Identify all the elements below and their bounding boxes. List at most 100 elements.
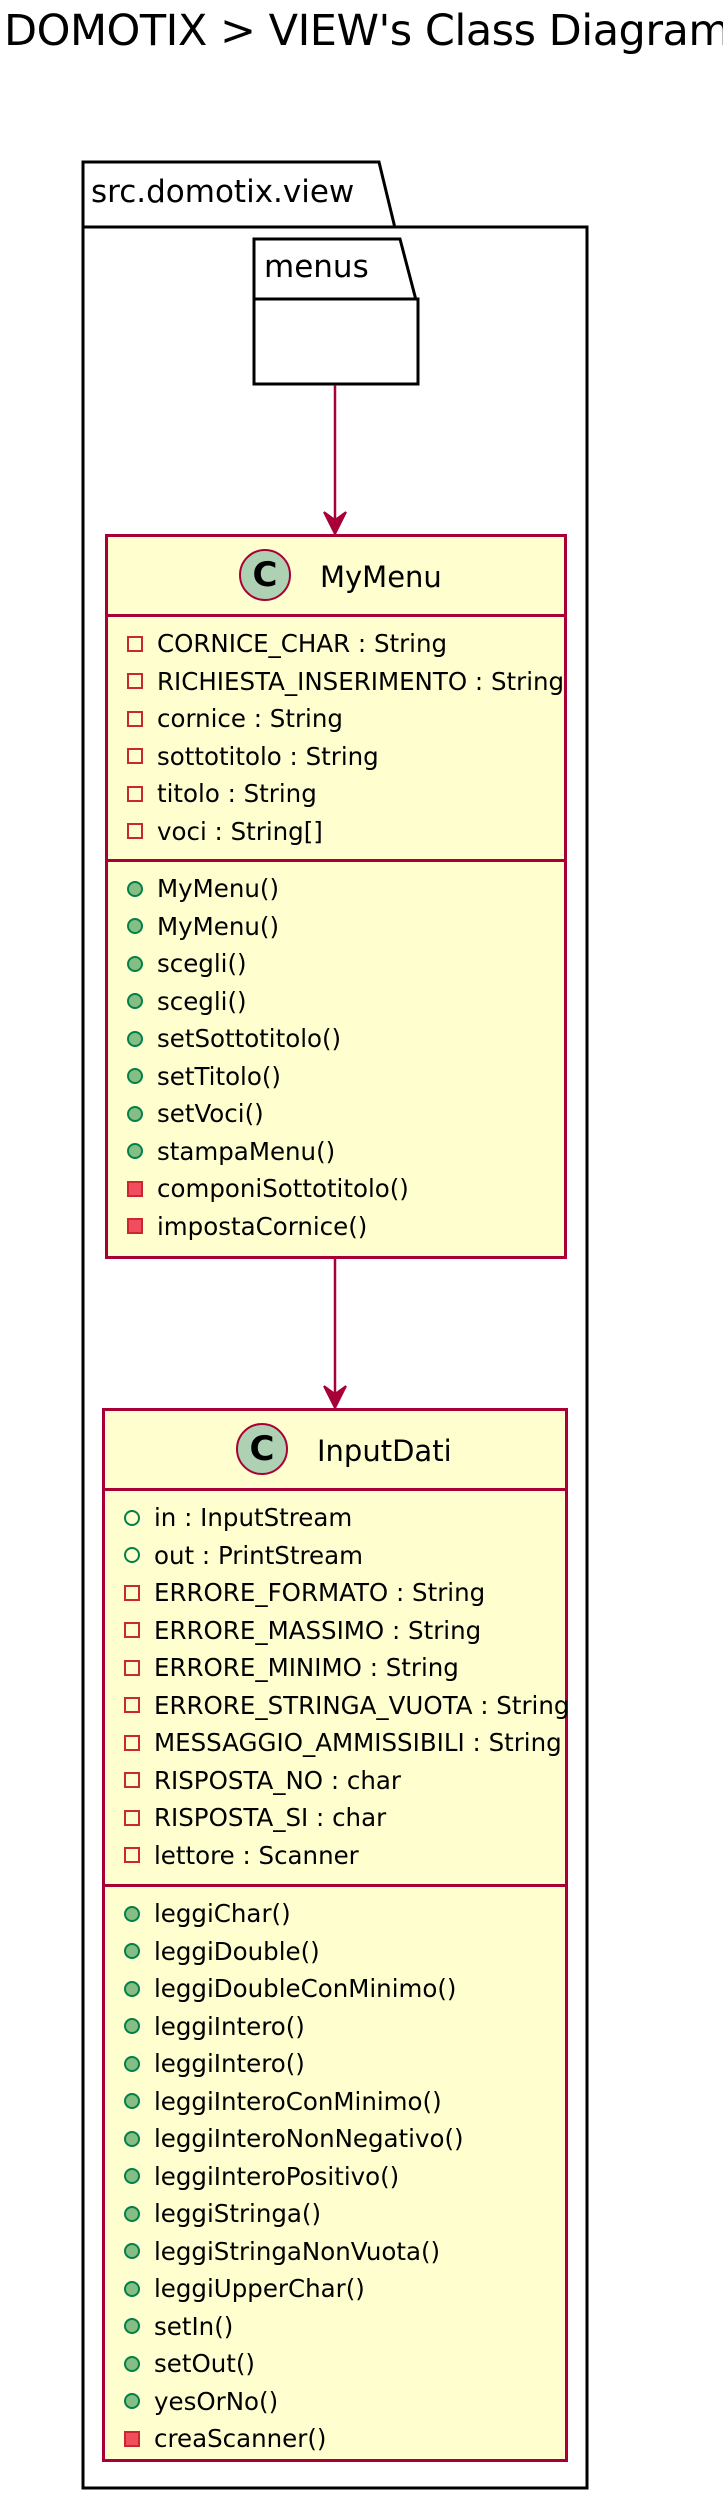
class-mymenu-header: C MyMenu (108, 537, 564, 617)
public-visibility-icon (124, 2318, 140, 2335)
public-visibility-icon (127, 955, 143, 972)
member-text: setIn() (154, 2311, 234, 2341)
class-attribute: RICHIESTA_INSERIMENTO : String (108, 663, 564, 701)
public-visibility-icon (127, 880, 143, 897)
private-visibility-icon (124, 1622, 140, 1639)
public-visibility-icon (124, 1943, 140, 1960)
class-attribute: cornice : String (108, 700, 564, 738)
member-text: ERRORE_STRINGA_VUOTA : String (154, 1690, 570, 1720)
class-method: leggiDouble() (105, 1933, 565, 1971)
private-visibility-icon (127, 823, 143, 840)
class-method: scegli() (108, 945, 564, 983)
class-attribute: CORNICE_CHAR : String (108, 625, 564, 663)
public-visibility-icon (124, 2243, 140, 2260)
private-visibility-icon (124, 1584, 140, 1601)
public-visibility-icon (124, 2055, 140, 2072)
public-visibility-icon (124, 2393, 140, 2410)
public-visibility-icon (124, 2018, 140, 2035)
public-visibility-icon (127, 1068, 143, 1085)
member-text: leggiStringaNonVuota() (154, 2236, 441, 2266)
private-visibility-icon (124, 2430, 140, 2447)
class-method: leggiIntero() (105, 2008, 565, 2046)
member-text: leggiDouble() (154, 1936, 320, 1966)
member-text: voci : String[] (157, 816, 323, 846)
member-text: leggiIntero() (154, 2011, 305, 2041)
class-method: leggiDoubleConMinimo() (105, 1970, 565, 2008)
member-text: in : InputStream (154, 1503, 353, 1533)
member-text: RICHIESTA_INSERIMENTO : String (157, 666, 565, 696)
member-text: leggiInteroNonNegativo() (154, 2124, 464, 2154)
private-visibility-icon (124, 1659, 140, 1676)
class-method: setOut() (105, 2345, 565, 2383)
class-attribute: voci : String[] (108, 813, 564, 851)
class-attribute: lettore : Scanner (105, 1837, 565, 1875)
inner-package-tab (252, 237, 418, 301)
class-method: impostaCornice() (108, 1208, 564, 1246)
class-attribute: out : PrintStream (105, 1537, 565, 1575)
private-visibility-icon (127, 673, 143, 690)
member-text: RISPOSTA_NO : char (154, 1765, 402, 1795)
class-method: leggiInteroConMinimo() (105, 2083, 565, 2121)
class-attribute: ERRORE_STRINGA_VUOTA : String (105, 1687, 569, 1725)
class-method: componiSottotitolo() (108, 1170, 564, 1208)
inner-package-label: menus (264, 249, 369, 285)
private-visibility-icon (127, 785, 143, 802)
private-visibility-icon (127, 710, 143, 727)
member-text: setVoci() (157, 1099, 264, 1129)
class-method: setTitolo() (108, 1058, 564, 1096)
outer-package-tab (81, 160, 397, 229)
class-method: leggiUpperChar() (105, 2270, 565, 2308)
class-method: setSottotitolo() (108, 1020, 564, 1058)
class-badge-icon: C (239, 549, 291, 601)
member-text: CORNICE_CHAR : String (157, 629, 448, 659)
class-attribute: sottotitolo : String (108, 738, 564, 776)
member-text: MyMenu() (157, 911, 280, 941)
member-text: out : PrintStream (154, 1540, 363, 1570)
private-visibility-icon (124, 1697, 140, 1714)
class-attribute: in : InputStream (105, 1499, 565, 1537)
class-method: leggiStringa() (105, 2195, 565, 2233)
class-inputdati-name: InputDati (317, 1434, 452, 1468)
member-text: scegli() (157, 949, 247, 979)
member-text: lettore : Scanner (154, 1840, 359, 1870)
class-method: leggiInteroNonNegativo() (105, 2120, 565, 2158)
private-visibility-icon (127, 635, 143, 652)
class-method: leggiStringaNonVuota() (105, 2233, 565, 2271)
public-visibility-icon (127, 918, 143, 935)
private-visibility-icon (124, 1734, 140, 1751)
class-method: creaScanner() (105, 2420, 565, 2458)
member-text: leggiIntero() (154, 2049, 305, 2079)
class-method: MyMenu() (108, 908, 564, 946)
member-text: yesOrNo() (154, 2386, 279, 2416)
private-visibility-icon (127, 1180, 143, 1197)
class-mymenu-name: MyMenu (320, 560, 442, 594)
member-text: RISPOSTA_SI : char (154, 1803, 387, 1833)
public-visibility-icon (124, 1509, 140, 1526)
member-text: leggiInteroConMinimo() (154, 2086, 442, 2116)
member-text: impostaCornice() (157, 1211, 368, 1241)
class-mymenu-methods: MyMenu()MyMenu()scegli()scegli()setSotto… (108, 862, 564, 1245)
member-text: MESSAGGIO_AMMISSIBILI : String (154, 1728, 562, 1758)
member-text: scegli() (157, 986, 247, 1016)
public-visibility-icon (124, 2168, 140, 2185)
class-attribute: ERRORE_MINIMO : String (105, 1649, 565, 1687)
public-visibility-icon (124, 2093, 140, 2110)
member-text: setSottotitolo() (157, 1024, 342, 1054)
public-visibility-icon (124, 2355, 140, 2372)
class-inputdati-header: C InputDati (105, 1411, 565, 1491)
public-visibility-icon (124, 1980, 140, 1997)
public-visibility-icon (124, 2205, 140, 2222)
class-inputdati: C InputDati in : InputStream out : PrintS… (102, 1408, 569, 2462)
public-visibility-icon (124, 2280, 140, 2297)
member-text: setTitolo() (157, 1061, 281, 1091)
class-attribute: ERRORE_FORMATO : String (105, 1574, 565, 1612)
member-text: titolo : String (157, 779, 317, 809)
class-method: setVoci() (108, 1095, 564, 1133)
public-visibility-icon (124, 1547, 140, 1564)
public-visibility-icon (127, 1105, 143, 1122)
class-method: setIn() (105, 2308, 565, 2346)
class-attribute: titolo : String (108, 775, 564, 813)
